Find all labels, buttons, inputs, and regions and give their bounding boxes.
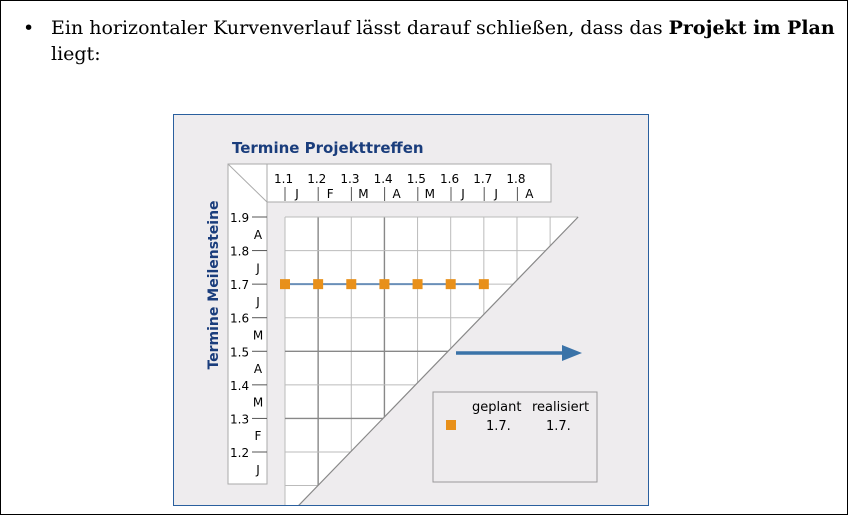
x-month-label: J bbox=[493, 187, 498, 201]
y-month-label: F bbox=[255, 429, 262, 443]
x-month-label: M bbox=[358, 187, 368, 201]
series-markers bbox=[280, 279, 489, 290]
series-marker bbox=[346, 279, 357, 290]
x-axis-header-box bbox=[227, 163, 552, 203]
legend-planned-value: 1.7. bbox=[486, 419, 511, 434]
y-month-label: J bbox=[255, 463, 260, 477]
y-tick-label: 1.9 bbox=[230, 211, 249, 225]
y-tick-label: 1.6 bbox=[230, 312, 249, 326]
y-axis-label: Termine Meilensteine bbox=[206, 200, 222, 369]
x-tick-label: 1.4 bbox=[374, 172, 393, 186]
trend-arrow-head bbox=[562, 345, 582, 361]
y-tick-label: 1.3 bbox=[230, 412, 249, 426]
y-tick-label: 1.7 bbox=[230, 278, 249, 292]
legend: geplant realisiert 1.7. 1.7. bbox=[432, 391, 598, 483]
y-month-label: M bbox=[253, 396, 263, 410]
y-month-label: J bbox=[255, 261, 260, 275]
chart-svg: Termine Projekttreffen Termine Meilenste… bbox=[206, 139, 598, 515]
grid-background bbox=[285, 217, 579, 515]
x-month-label: A bbox=[525, 187, 534, 201]
x-month-label: M bbox=[425, 187, 435, 201]
legend-col-planned: geplant bbox=[472, 400, 521, 415]
x-month-label: F bbox=[327, 187, 334, 201]
series-marker bbox=[379, 279, 390, 290]
y-month-label: M bbox=[253, 328, 263, 342]
x-tick-label: 1.5 bbox=[407, 172, 426, 186]
legend-marker bbox=[446, 420, 456, 430]
y-tick-label: 1.8 bbox=[230, 245, 249, 259]
x-month-label: A bbox=[392, 187, 401, 201]
y-month-label: J bbox=[255, 295, 260, 309]
x-tick-label: 1.1 bbox=[274, 172, 293, 186]
bullet-text-bold: Projekt im Plan bbox=[668, 17, 835, 39]
legend-realized-value: 1.7. bbox=[546, 419, 571, 434]
legend-box bbox=[432, 391, 598, 483]
y-axis-ticks: 1.9A1.8J1.7J1.6M1.5A1.4M1.3F1.2J bbox=[230, 211, 267, 477]
x-tick-label: 1.6 bbox=[440, 172, 459, 186]
y-tick-label: 1.5 bbox=[230, 345, 249, 359]
y-month-label: A bbox=[254, 228, 263, 242]
x-axis-ticks: 1.1J1.2F1.3M1.4A1.5M1.6J1.7J1.8A bbox=[274, 172, 534, 201]
chart-title: Termine Projekttreffen bbox=[232, 139, 424, 157]
milestone-trend-chart: Termine Projekttreffen Termine Meilenste… bbox=[173, 114, 649, 515]
legend-col-realized: realisiert bbox=[532, 400, 589, 415]
series-marker bbox=[445, 279, 456, 290]
bullet-text: Ein horizontaler Kurvenverlauf lässt dar… bbox=[51, 15, 841, 67]
diagonal-line bbox=[288, 216, 579, 515]
x-month-label: J bbox=[460, 187, 465, 201]
x-tick-label: 1.3 bbox=[340, 172, 359, 186]
trend-arrow bbox=[456, 345, 582, 361]
corner-diagonal bbox=[227, 163, 268, 203]
y-tick-label: 1.4 bbox=[230, 379, 249, 393]
series-marker bbox=[412, 279, 423, 290]
x-month-label: J bbox=[294, 187, 299, 201]
y-tick-label: 1.2 bbox=[230, 446, 249, 460]
bullet-dot: • bbox=[23, 17, 35, 39]
x-tick-label: 1.7 bbox=[473, 172, 492, 186]
y-month-label: A bbox=[254, 362, 263, 376]
series-marker bbox=[478, 279, 489, 290]
bullet-text-start: Ein horizontaler Kurvenverlauf lässt dar… bbox=[51, 17, 669, 39]
series-marker bbox=[313, 279, 324, 290]
chart-grid bbox=[284, 216, 579, 515]
series-marker bbox=[280, 279, 290, 290]
bullet-text-end: liegt: bbox=[51, 43, 101, 65]
x-tick-label: 1.2 bbox=[307, 172, 326, 186]
x-tick-label: 1.8 bbox=[506, 172, 525, 186]
